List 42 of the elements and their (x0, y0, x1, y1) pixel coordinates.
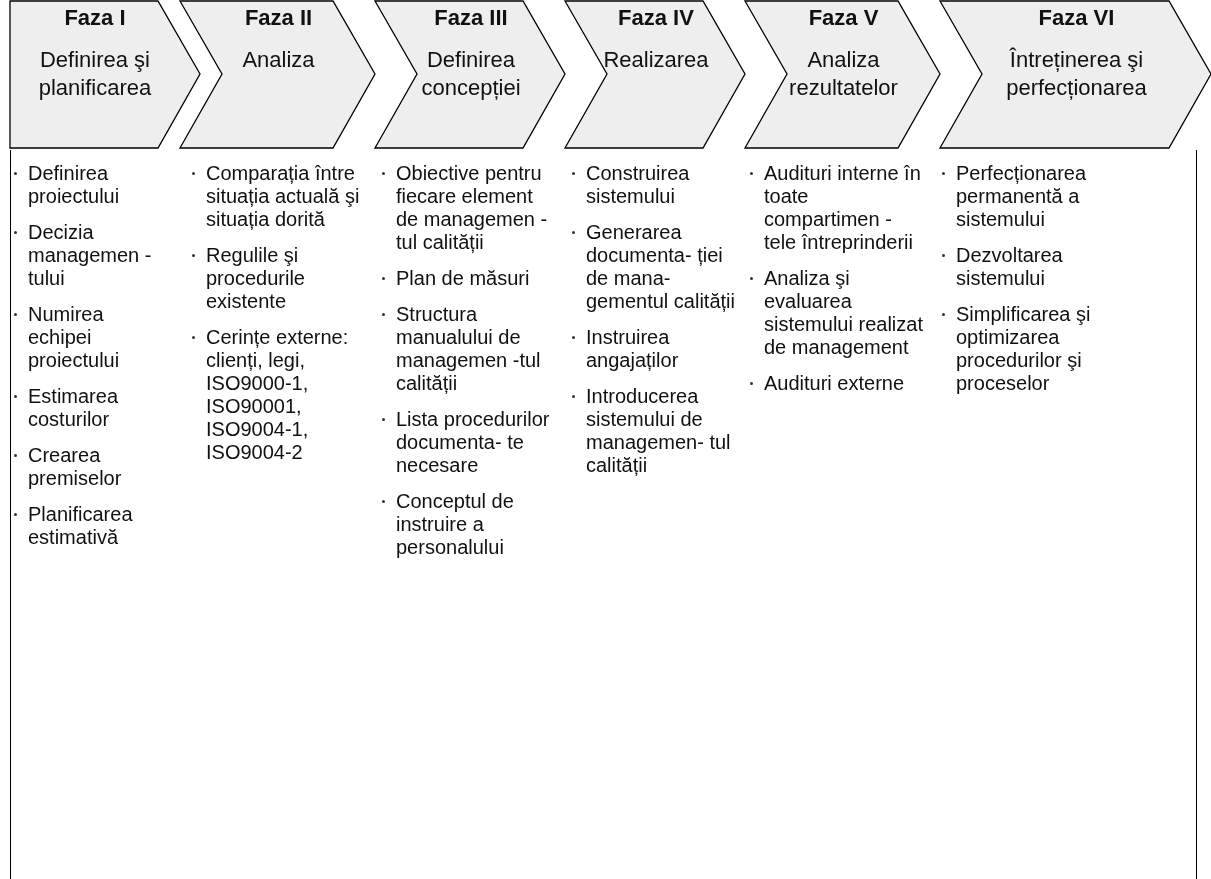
list-item-text: Audituri interne în toate compartimen -tele întreprinderii (764, 162, 921, 253)
list-item-text: Instruirea angajaților (586, 326, 679, 371)
list-item-text: Obiective pentru fiecare element de managemen -tul calității (396, 162, 548, 253)
phase-name: Analiza rezultatelor (788, 46, 899, 102)
list-item-text: Comparația între situația actuală şi situația dorită (206, 162, 360, 230)
list-item-text: Generarea documenta- ției de mana- gementul calității (586, 221, 735, 312)
list-item-text: Lista procedurilor documenta- te necesare (396, 408, 550, 476)
chevron-shape (565, 0, 745, 150)
phase-title: Faza IV (617, 4, 695, 32)
list-item-text: Construirea sistemului (586, 162, 690, 207)
list-item-text: Regulile şi procedurile existente (206, 244, 305, 312)
list-item-text: Conceptul de instruire a personalului (396, 490, 514, 558)
list-item-text: Structura manualului de managemen -tul calității (396, 303, 541, 394)
chevron-shape (745, 0, 940, 150)
phase-name: Definirea concepției (420, 46, 522, 102)
list-item-text: Perfecționarea permanentă a sistemului (956, 162, 1087, 230)
list-item-text: Audituri externe (764, 372, 905, 394)
list-item-text: Planificarea estimativă (28, 503, 133, 548)
list-item-text: Plan de măsuri (396, 267, 530, 289)
phase-name: Definirea şi planificarea (37, 46, 153, 102)
phase-title: Faza VI (1037, 4, 1116, 32)
chevron-shape (375, 0, 565, 150)
phase-title: Faza I (63, 4, 127, 32)
phase-name: Întreținerea şi perfecționarea (1005, 46, 1148, 102)
phase-title: Faza II (243, 4, 314, 32)
list-item-text: Cerințe externe: clienți, legi, ISO9000-1, ISO90001, ISO9004-1, ISO9004-2 (206, 326, 349, 463)
chevron-shape (10, 0, 200, 150)
phase-name: Analiza (241, 46, 316, 74)
list-item-text: Analiza şi evaluarea sistemului realizat de management (764, 267, 923, 358)
list-item-text: Simplificarea şi optimizarea procedurilor şi proceselor (956, 303, 1091, 394)
list-item-text: Crearea premiselor (28, 444, 122, 489)
chevron-shape (940, 0, 1211, 150)
list-item-text: Decizia managemen -tului (28, 221, 152, 289)
list-item-text: Dezvoltarea sistemului (956, 244, 1063, 289)
list-item-text: Estimarea costurilor (28, 385, 119, 430)
phase-title: Faza V (807, 4, 880, 32)
list-item-text: Definirea proiectului (28, 162, 120, 207)
phase-title: Faza III (433, 4, 509, 32)
chevron-shape (180, 0, 375, 150)
list-item-text: Numirea echipei proiectului (28, 303, 120, 371)
phase-name: Realizarea (602, 46, 710, 74)
list-item-text: Introducerea sistemului de managemen- tul calității (586, 385, 731, 476)
